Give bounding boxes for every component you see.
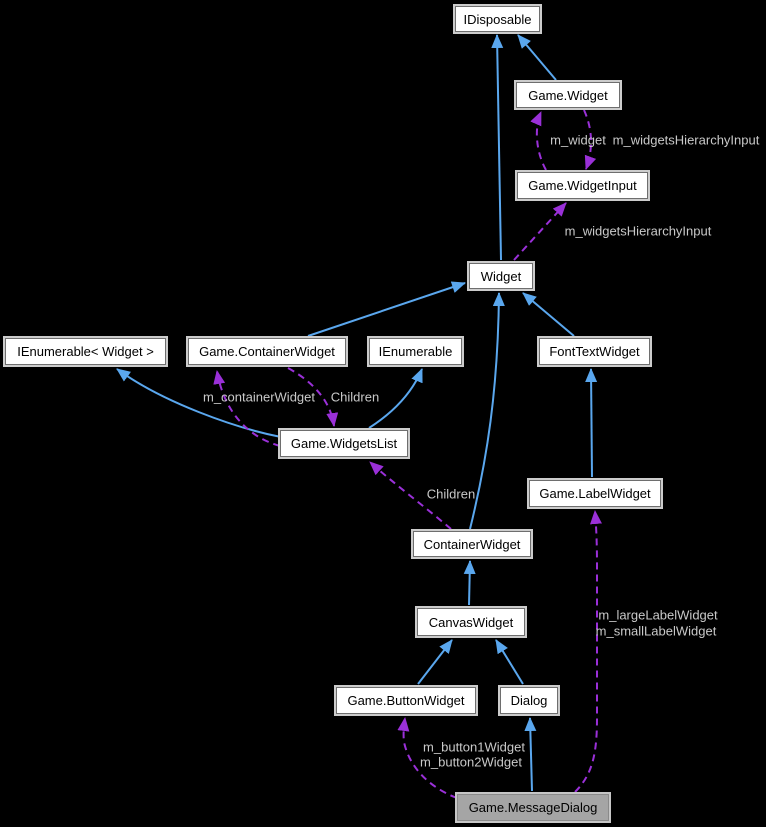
edge-label: m_button1Widget — [423, 739, 525, 755]
node-label: ContainerWidget — [423, 536, 521, 552]
node-game-button-widget[interactable]: Game.ButtonWidget — [336, 687, 476, 714]
edge-label: Children — [426, 486, 476, 502]
edge-label: m_smallLabelWidget — [595, 623, 717, 639]
node-game-widget-input[interactable]: Game.WidgetInput — [517, 172, 648, 199]
edge-label: m_widget — [550, 132, 606, 148]
node-game-label-widget[interactable]: Game.LabelWidget — [529, 480, 661, 507]
node-label: Widget — [480, 268, 522, 284]
node-game-container-widget[interactable]: Game.ContainerWidget — [188, 338, 346, 365]
edge-fonttextwidget-to-widget — [522, 292, 575, 337]
edge-game-container-widget-to-widget — [307, 281, 466, 337]
node-label: Game.WidgetInput — [528, 178, 637, 193]
node-label: Game.WidgetsList — [290, 436, 398, 451]
node-fonttextwidget[interactable]: FontTextWidget — [539, 338, 650, 365]
node-game-widgets-list[interactable]: Game.WidgetsList — [280, 430, 408, 457]
edge-widgets-list-m-container-widget — [213, 370, 281, 447]
node-label: Game.Widget — [528, 87, 608, 103]
edge-canvaswidget-to-containerwidget — [463, 560, 476, 606]
edge-label: m_widgetsHierarchyInput — [564, 223, 712, 239]
edge-containerwidget-children — [369, 461, 452, 530]
node-widget[interactable]: Widget — [469, 263, 533, 289]
node-dialog[interactable]: Dialog — [500, 687, 558, 714]
edge-widget-input-m-widget — [530, 111, 547, 171]
node-label: Game.ContainerWidget — [199, 344, 335, 359]
node-game-widget[interactable]: Game.Widget — [516, 82, 620, 108]
node-containerwidget[interactable]: ContainerWidget — [413, 531, 531, 557]
edge-dialog-to-canvaswidget — [495, 639, 524, 685]
edge-containerwidget-to-widget — [469, 292, 505, 530]
node-label: FontTextWidget — [549, 344, 640, 359]
node-label: CanvasWidget — [428, 614, 514, 630]
edge-widget-to-idisposable — [491, 34, 504, 261]
edge-label: m_largeLabelWidget — [598, 607, 718, 623]
node-label: IDisposable — [463, 11, 532, 27]
edge-game-widget-to-idisposable — [517, 34, 557, 81]
node-idisposable[interactable]: IDisposable — [455, 6, 540, 32]
edge-label: Children — [330, 389, 380, 405]
node-label: Dialog — [510, 693, 548, 708]
edge-message-dialog-m-labels — [574, 510, 602, 793]
node-ienumerable-widget[interactable]: IEnumerable< Widget > — [5, 338, 166, 365]
node-label: IEnumerable — [378, 344, 453, 359]
edge-label: m_containerWidget — [203, 389, 315, 405]
node-canvaswidget[interactable]: CanvasWidget — [417, 608, 525, 636]
edge-game-button-widget-to-canvaswidget — [417, 639, 453, 685]
node-label: IEnumerable< Widget > — [17, 344, 154, 359]
edge-game-widget-m-widgets-hierarchy — [583, 109, 597, 170]
edge-game-label-widget-to-fonttextwidget — [585, 368, 598, 478]
edge-game-widgets-list-to-ienumerable — [368, 368, 423, 429]
edge-widget-m-widgets-hierarchy — [513, 202, 567, 261]
edge-game-widgets-list-to-ienum-widget — [116, 368, 282, 438]
edge-label: m_widgetsHierarchyInput — [612, 132, 760, 148]
node-label: Game.MessageDialog — [468, 800, 598, 815]
edge-game-container-widget-children — [287, 367, 339, 427]
node-label: Game.ButtonWidget — [347, 693, 465, 708]
edge-game-message-dialog-to-dialog — [524, 717, 537, 792]
node-label: Game.LabelWidget — [539, 486, 651, 501]
node-ienumerable[interactable]: IEnumerable — [369, 338, 462, 365]
edge-message-dialog-m-buttons — [397, 717, 458, 799]
node-game-message-dialog: Game.MessageDialog — [457, 794, 609, 821]
edge-label: m_button2Widget — [420, 754, 522, 770]
